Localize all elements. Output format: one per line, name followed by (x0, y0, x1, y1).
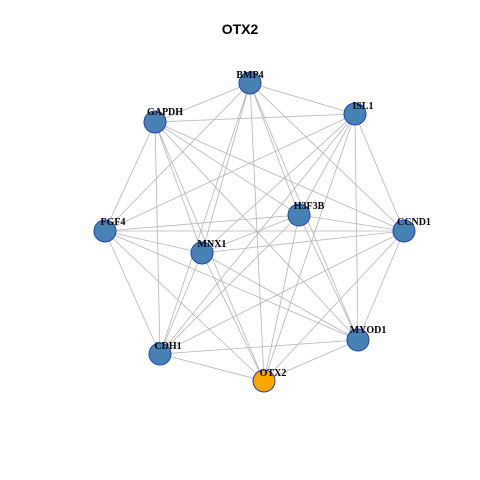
edge-otx2-myod1 (263, 339, 359, 382)
edge-gapdh-cdh1 (154, 121, 161, 355)
edge-h3f3b-myod1 (298, 214, 359, 341)
edge-bmp4-cdh1 (159, 82, 251, 355)
edge-h3f3b-fgf4 (104, 214, 300, 232)
node-label-isl1: ISL1 (352, 101, 373, 112)
node-label-fgf4: FGF4 (101, 217, 126, 228)
edge-h3f3b-mnx1 (201, 214, 300, 254)
edge-cdh1-otx2 (159, 353, 265, 382)
node-label-cdh1: CDH1 (154, 341, 181, 352)
edge-bmp4-fgf4 (104, 82, 251, 232)
edge-gapdh-mnx1 (154, 121, 203, 254)
edge-isl1-otx2 (263, 113, 356, 382)
edge-bmp4-h3f3b (249, 82, 300, 216)
edge-mnx1-cdh1 (159, 252, 203, 355)
edge-gapdh-h3f3b (154, 121, 300, 216)
edge-fgf4-mnx1 (104, 230, 203, 254)
node-cdh1[interactable] (148, 342, 172, 366)
edge-fgf4-cdh1 (104, 230, 161, 355)
node-mnx1[interactable] (190, 241, 214, 265)
node-h3f3b[interactable] (287, 203, 311, 227)
edge-h3f3b-ccnd1 (298, 214, 405, 232)
edge-isl1-cdh1 (159, 113, 356, 355)
node-label-h3f3b: H3F3B (294, 201, 325, 212)
node-isl1[interactable] (343, 102, 367, 126)
node-label-myod1: MYOD1 (350, 325, 387, 336)
edge-isl1-h3f3b (298, 113, 356, 216)
node-myod1[interactable] (346, 328, 370, 352)
node-label-bmp4: BMP4 (236, 70, 263, 81)
node-gapdh[interactable] (143, 110, 167, 134)
edge-gapdh-ccnd1 (154, 121, 405, 232)
edge-gapdh-isl1 (154, 113, 356, 123)
node-layer (93, 71, 416, 393)
edge-bmp4-isl1 (249, 82, 356, 115)
edge-isl1-fgf4 (104, 113, 356, 232)
node-bmp4[interactable] (238, 71, 262, 95)
edge-isl1-mnx1 (201, 113, 356, 254)
node-otx2[interactable] (252, 369, 276, 393)
node-label-gapdh: GAPDH (147, 107, 183, 118)
edge-mnx1-myod1 (201, 252, 359, 341)
edge-bmp4-ccnd1 (249, 82, 405, 232)
edge-layer (104, 82, 405, 382)
edge-ccnd1-cdh1 (159, 230, 405, 355)
edge-fgf4-myod1 (104, 230, 359, 341)
edge-isl1-myod1 (354, 113, 359, 341)
node-label-mnx1: MNX1 (198, 239, 227, 250)
edge-bmp4-gapdh (154, 82, 251, 123)
edge-isl1-ccnd1 (354, 113, 405, 232)
edge-h3f3b-otx2 (263, 214, 300, 382)
edge-ccnd1-otx2 (263, 230, 405, 382)
edge-ccnd1-myod1 (357, 230, 405, 341)
edge-cdh1-myod1 (159, 339, 359, 355)
node-ccnd1[interactable] (392, 219, 416, 243)
node-fgf4[interactable] (93, 219, 117, 243)
graph-title: OTX2 (221, 21, 259, 37)
edge-gapdh-fgf4 (104, 121, 156, 232)
edge-ccnd1-mnx1 (201, 230, 405, 254)
node-label-ccnd1: CCND1 (397, 217, 431, 228)
edge-fgf4-otx2 (104, 230, 265, 382)
node-label-otx2: OTX2 (260, 368, 287, 379)
edge-mnx1-otx2 (201, 252, 265, 382)
